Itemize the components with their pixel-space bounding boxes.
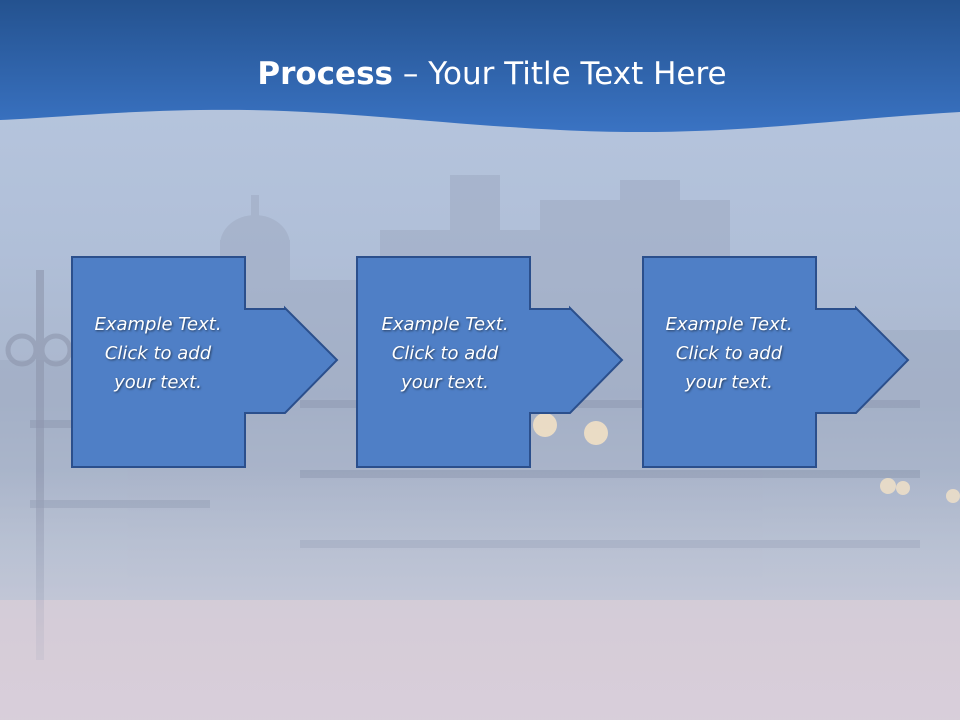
- step-1-line-3: your text.: [114, 372, 202, 393]
- step-3-text: Example Text. Click to add your text.: [642, 310, 816, 397]
- step-2-text: Example Text. Click to add your text.: [358, 310, 532, 397]
- step-2-line-2: Click to add: [391, 343, 499, 364]
- step-1-text: Example Text. Click to add your text.: [71, 310, 245, 397]
- step-3-line-3: your text.: [685, 372, 773, 393]
- header-banner: [0, 0, 960, 140]
- title-bold: Process: [257, 56, 393, 92]
- slide-title[interactable]: Process – Your Title Text Here: [0, 52, 960, 96]
- step-2-line-3: your text.: [401, 372, 489, 393]
- process-step-2[interactable]: Example Text. Click to add your text.: [356, 256, 701, 468]
- step-1-line-2: Click to add: [104, 343, 212, 364]
- step-3-line-1: Example Text.: [665, 314, 793, 335]
- process-step-3[interactable]: Example Text. Click to add your text.: [642, 256, 960, 468]
- step-1-line-1: Example Text.: [94, 314, 222, 335]
- title-rest: – Your Title Text Here: [393, 56, 727, 92]
- step-2-line-1: Example Text.: [381, 314, 509, 335]
- step-3-line-2: Click to add: [675, 343, 783, 364]
- process-step-1[interactable]: Example Text. Click to add your text.: [71, 256, 416, 468]
